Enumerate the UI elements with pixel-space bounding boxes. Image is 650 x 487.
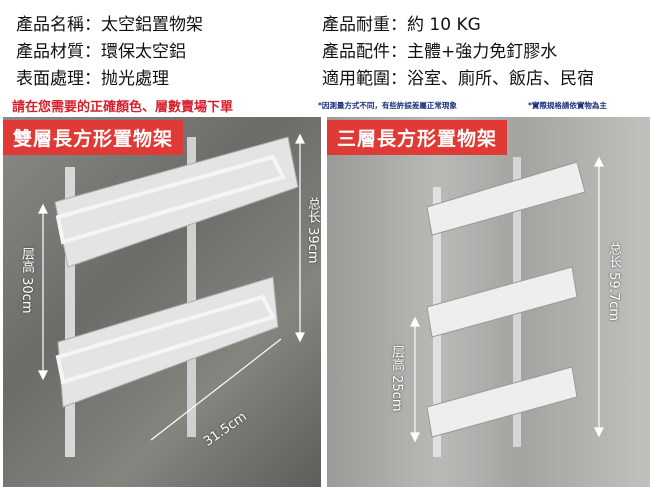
spec-scope: 適用範圍：浴室、廁所、飯店、民宿 [322, 69, 594, 89]
two-tier-panel: 雙層長方形置物架 层高 30cm 总长 39cm 31.5cm [3, 117, 321, 487]
spec-finish: 表面處理：抛光處理 [16, 69, 169, 89]
order-note: 請在您需要的正確顏色、層數賣場下單 [12, 100, 234, 115]
three-tier-shelf-image [410, 156, 604, 457]
two-tier-shelf-image [38, 133, 305, 457]
spec-load: 產品耐重：約 10 KG [322, 15, 481, 35]
three-tier-panel: 三層長方形置物架 层高 25cm 总长 59.7cm [327, 117, 650, 487]
spec-name: 產品名稱：太空鋁置物架 [16, 15, 203, 35]
spec-material: 產品材質：環保太空鋁 [16, 42, 186, 62]
three-tier-title: 三層長方形置物架 [327, 120, 508, 155]
two-tier-layer-height: 层高 30cm [19, 247, 34, 314]
three-tier-layer-height: 层高 25cm [389, 345, 404, 412]
two-tier-title: 雙層長方形置物架 [3, 120, 184, 155]
spec-accessories: 產品配件：主體+強力免釘膠水 [322, 42, 558, 62]
actual-note: *實際規格請依實物為主 [528, 101, 607, 110]
two-tier-total-length: 总长 39cm [305, 197, 320, 264]
three-tier-total-length: 总长 59.7cm [606, 242, 621, 321]
measure-note: *因測量方式不同，有些許誤差屬正常現象 [318, 101, 457, 110]
